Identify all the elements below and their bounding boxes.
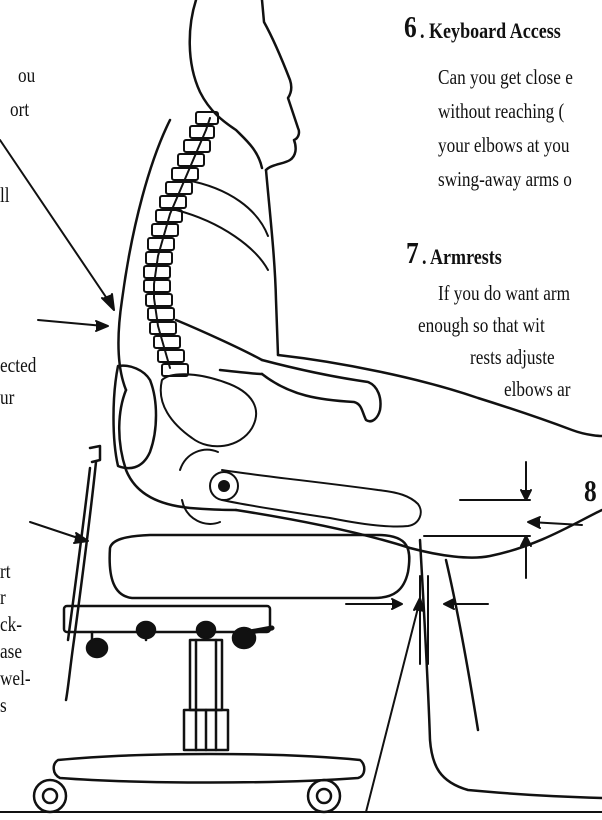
section-6-line-1: Can you get close e — [438, 66, 573, 88]
section-7-line-3: rests adjuste — [470, 346, 555, 368]
adjustment-knobs — [87, 622, 272, 657]
left-fragment-lumbar-1: ected — [0, 354, 36, 376]
caster-left — [34, 780, 66, 812]
left-fragment-bottom-2: r — [0, 586, 6, 608]
left-fragment-bottom-3: ck- — [0, 613, 22, 635]
section-6-line-4: swing-away arms o — [438, 168, 572, 190]
chair-back-post — [66, 462, 96, 700]
left-fragment-bottom-4: ase — [0, 640, 22, 662]
left-fragment-bottom-5: wel- — [0, 667, 31, 689]
left-fragment-bottom-6: s — [0, 694, 7, 716]
left-fragment-bottom-1: rt — [0, 560, 11, 582]
section-6-line-3: your elbows at you — [438, 134, 570, 156]
left-fragment-lumbar-2: ur — [0, 386, 14, 408]
left-fragment-mid-1: ll — [0, 184, 10, 206]
section-6-title: . Keyboard Access — [420, 20, 561, 42]
office-chair — [34, 366, 409, 812]
section-6-number: 6 — [404, 12, 417, 42]
section-7-line-2: enough so that wit — [418, 314, 545, 336]
section-7-number: 7 — [406, 238, 419, 268]
section-7-title: . Armrests — [422, 246, 502, 268]
chair-base — [54, 754, 365, 783]
chair-seat — [110, 535, 410, 598]
caster-right — [308, 780, 340, 812]
left-fragment-top-2: ort — [10, 98, 29, 120]
measurement-indicators — [0, 140, 582, 812]
left-fragment-top-1: ou — [18, 64, 35, 86]
section-6-line-2: without reaching ( — [438, 100, 564, 122]
spine-skeleton — [144, 112, 421, 527]
section-7-line-1: If you do want arm — [438, 282, 570, 304]
section-7-line-4: elbows ar — [504, 378, 570, 400]
vertebrae — [144, 112, 218, 376]
section-8-number: 8 — [584, 476, 597, 506]
